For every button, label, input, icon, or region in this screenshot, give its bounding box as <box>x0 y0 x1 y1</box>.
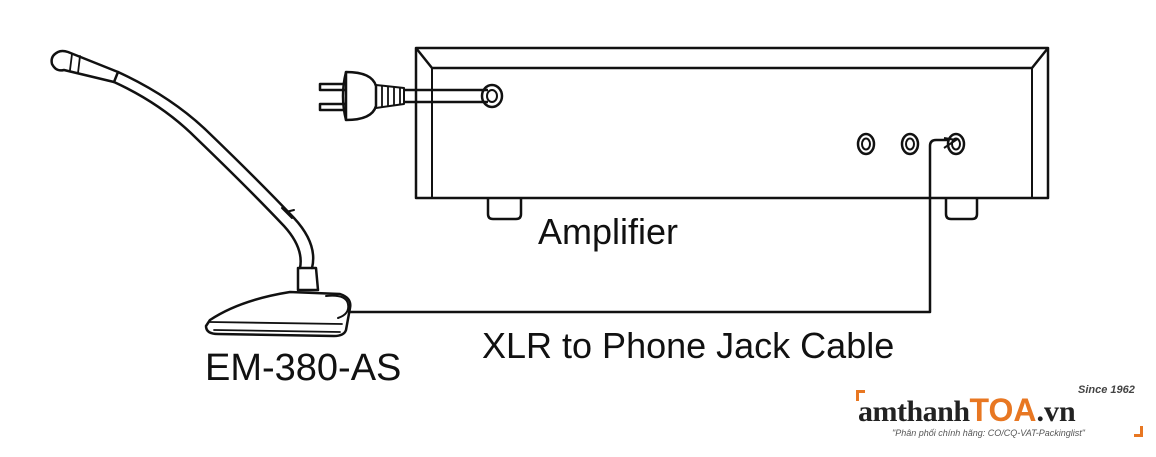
mic-capsule <box>50 49 120 84</box>
xlr-phone-jack-cable <box>350 138 948 314</box>
mic-base-lower-edge <box>209 321 343 333</box>
logo-brand: amthanhTOA.vn <box>858 394 1076 427</box>
plug-body <box>344 70 378 122</box>
amplifier-foot-left <box>486 198 523 221</box>
gooseneck-microphone <box>50 49 352 338</box>
amplifier-label: Amplifier <box>538 211 679 252</box>
power-plug <box>318 70 488 122</box>
power-cord-grommet <box>480 83 504 109</box>
amplifier-outer-body <box>414 46 1050 200</box>
mic-capsule-band <box>69 53 81 74</box>
mic-base-button <box>325 294 350 319</box>
plug-strain-relief-ribs <box>381 86 401 107</box>
amplifier <box>414 46 1050 221</box>
cable-label: XLR to Phone Jack Cable <box>482 325 895 366</box>
plug-pin-bottom <box>318 102 346 112</box>
cable-plug-tip <box>943 137 959 149</box>
mic-collar <box>296 266 320 292</box>
microphone-model-label: EM-380-AS <box>205 347 402 389</box>
mic-base <box>204 290 352 338</box>
logo-slogan: "Phân phối chính hãng: CO/CQ-VAT-Packing… <box>892 428 1085 438</box>
amplifier-front-face <box>431 68 1033 198</box>
gooseneck-tube-inner <box>112 80 302 270</box>
jack-2 <box>900 132 920 156</box>
amplifier-foot-right <box>944 198 979 221</box>
logo-since: Since 1962 <box>1078 384 1135 396</box>
plug-face <box>341 71 348 121</box>
jack-3-connected <box>946 132 966 156</box>
gooseneck-tube <box>116 70 315 270</box>
amplifier-top-face <box>415 47 1049 70</box>
power-cord <box>404 88 488 104</box>
logo-corner-mark-right <box>1134 426 1143 437</box>
watermark-logo: amthanhTOA.vn Since 1962 "Phân phối chín… <box>856 384 1148 452</box>
logo-brand-part-1: amthanh <box>858 395 970 428</box>
plug-pin-top <box>318 82 346 92</box>
jack-1 <box>856 132 876 156</box>
gooseneck-joint <box>281 207 295 219</box>
logo-brand-part-3: .vn <box>1036 395 1076 428</box>
logo-brand-part-2: TOA <box>969 392 1037 428</box>
logo-corner-mark-left <box>856 390 865 401</box>
